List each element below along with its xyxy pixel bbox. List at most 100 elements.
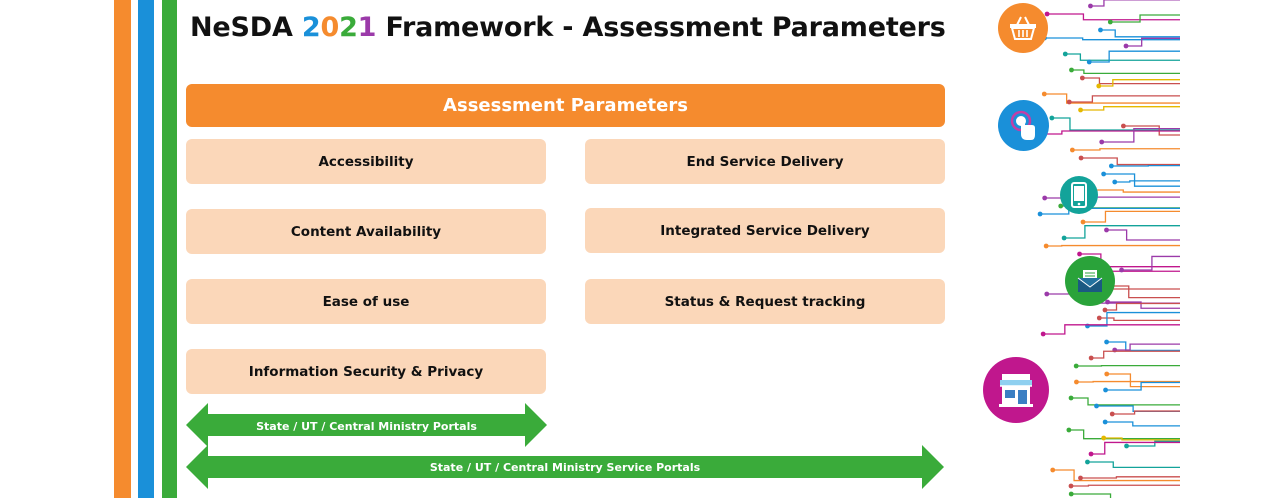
circuit-node (1040, 331, 1046, 337)
circuit-node (1062, 51, 1068, 57)
circuit-node (1105, 299, 1110, 305)
circuit-trace (1098, 79, 1180, 87)
circuit-node (1068, 491, 1074, 497)
circuit-node (1088, 355, 1094, 361)
param-status-request-tracking: Status & Request tracking (585, 279, 945, 324)
circuit-trace (1114, 180, 1180, 183)
circuit-node (1121, 123, 1126, 129)
circuit-node (1085, 459, 1090, 465)
circuit-trace (1105, 381, 1180, 391)
circuit-node (1124, 443, 1129, 449)
portals-arrow (186, 403, 547, 447)
circuit-trace (1087, 311, 1180, 327)
circuit-trace (1080, 476, 1180, 479)
circuit-trace (1081, 157, 1180, 166)
circuit-trace (1126, 440, 1180, 447)
circuit-trace (1107, 301, 1180, 309)
circuit-trace (1072, 148, 1180, 151)
orange-stripe (114, 0, 131, 498)
circuit-trace (1051, 117, 1180, 131)
circuit-node (1074, 379, 1079, 385)
circuit-node (1044, 291, 1050, 297)
circuit-node (1037, 211, 1043, 217)
circuit-node (1050, 467, 1056, 473)
title-suffix: Framework - Assessment Parameters (376, 12, 946, 43)
circuit-node (1098, 27, 1103, 33)
circuit-trace (1091, 350, 1180, 359)
circuit-node (1107, 19, 1113, 25)
blue-stripe (138, 0, 154, 498)
circuit-node (1119, 267, 1124, 273)
param-accessibility: Accessibility (186, 139, 546, 184)
param-ease-of-use: Ease of use (186, 279, 546, 324)
shop-icon (983, 357, 1049, 423)
circuit-trace (1044, 37, 1180, 41)
circuit-node (1068, 483, 1074, 489)
circuit-trace (1103, 173, 1180, 187)
email-icon (1065, 256, 1115, 306)
circuit-node (1101, 171, 1107, 177)
circuit-node (1078, 475, 1083, 481)
service-portals-arrow (186, 445, 944, 489)
circuit-trace (1042, 130, 1180, 135)
circuit-node (1123, 43, 1129, 49)
circuit-node (1102, 307, 1108, 313)
circuit-trace (1071, 493, 1112, 498)
green-stripe (162, 0, 177, 498)
circuit-trace (1090, 0, 1180, 7)
circuit-node (1096, 83, 1102, 89)
circuit-node (1077, 251, 1082, 257)
param-content-availability: Content Availability (186, 209, 546, 254)
circuit-trace (1103, 437, 1180, 441)
circuit-trace (1104, 302, 1180, 311)
circuit-node (1043, 243, 1049, 249)
circuit-trace (1106, 373, 1180, 388)
year-digit: 0 (320, 12, 340, 43)
circuit-node (1104, 371, 1110, 377)
circuit-trace (1071, 484, 1180, 487)
circuit-node (1109, 411, 1115, 417)
circuit-trace (1087, 461, 1180, 469)
circuit-node (1099, 139, 1105, 145)
shopping-basket-icon (998, 3, 1048, 53)
assessment-parameters-header: Assessment Parameters (186, 84, 945, 127)
circuit-node (1066, 427, 1072, 433)
circuit-trace (1052, 469, 1180, 482)
circuit-node (1079, 75, 1085, 81)
circuit-node (1103, 387, 1108, 393)
circuit-node (1104, 339, 1109, 345)
circuit-node (1096, 315, 1102, 321)
year-digit: 2 (339, 12, 358, 43)
circuit-trace (1105, 421, 1180, 427)
circuit-trace (1082, 77, 1180, 85)
circuit-node (1080, 219, 1086, 225)
circuit-node (1073, 363, 1079, 369)
circuit-trace (1091, 441, 1180, 455)
circuit-decoration (1037, 0, 1180, 498)
circuit-node (1061, 235, 1067, 241)
circuit-node (1088, 451, 1094, 457)
circuit-node (1044, 11, 1050, 17)
circuit-trace (1071, 69, 1180, 74)
circuit-trace (1071, 397, 1180, 406)
circuit-trace (1106, 341, 1180, 352)
circuit-node (1066, 99, 1072, 105)
circuit-trace (1047, 13, 1180, 21)
page-title: NeSDA 2021 Framework - Assessment Parame… (190, 12, 946, 43)
circuit-node (1112, 179, 1118, 185)
circuit-trace (1112, 410, 1180, 415)
year-digit: 2 (301, 12, 321, 43)
circuit-trace (1068, 429, 1180, 440)
circuit-trace (1069, 95, 1180, 103)
smartphone-icon (1060, 176, 1098, 214)
service-portals-arrow-label: State / UT / Central Ministry Service Po… (429, 461, 701, 474)
circuit-trace (1083, 210, 1180, 223)
circuit-trace (1065, 53, 1180, 61)
param-end-service-delivery: End Service Delivery (585, 139, 945, 184)
circuit-trace (1100, 29, 1180, 38)
circuit-trace (1101, 127, 1180, 143)
circuit-node (1042, 195, 1048, 201)
circuit-trace (1089, 50, 1180, 63)
circuit-node (1088, 3, 1093, 9)
circuit-node (1041, 91, 1047, 97)
